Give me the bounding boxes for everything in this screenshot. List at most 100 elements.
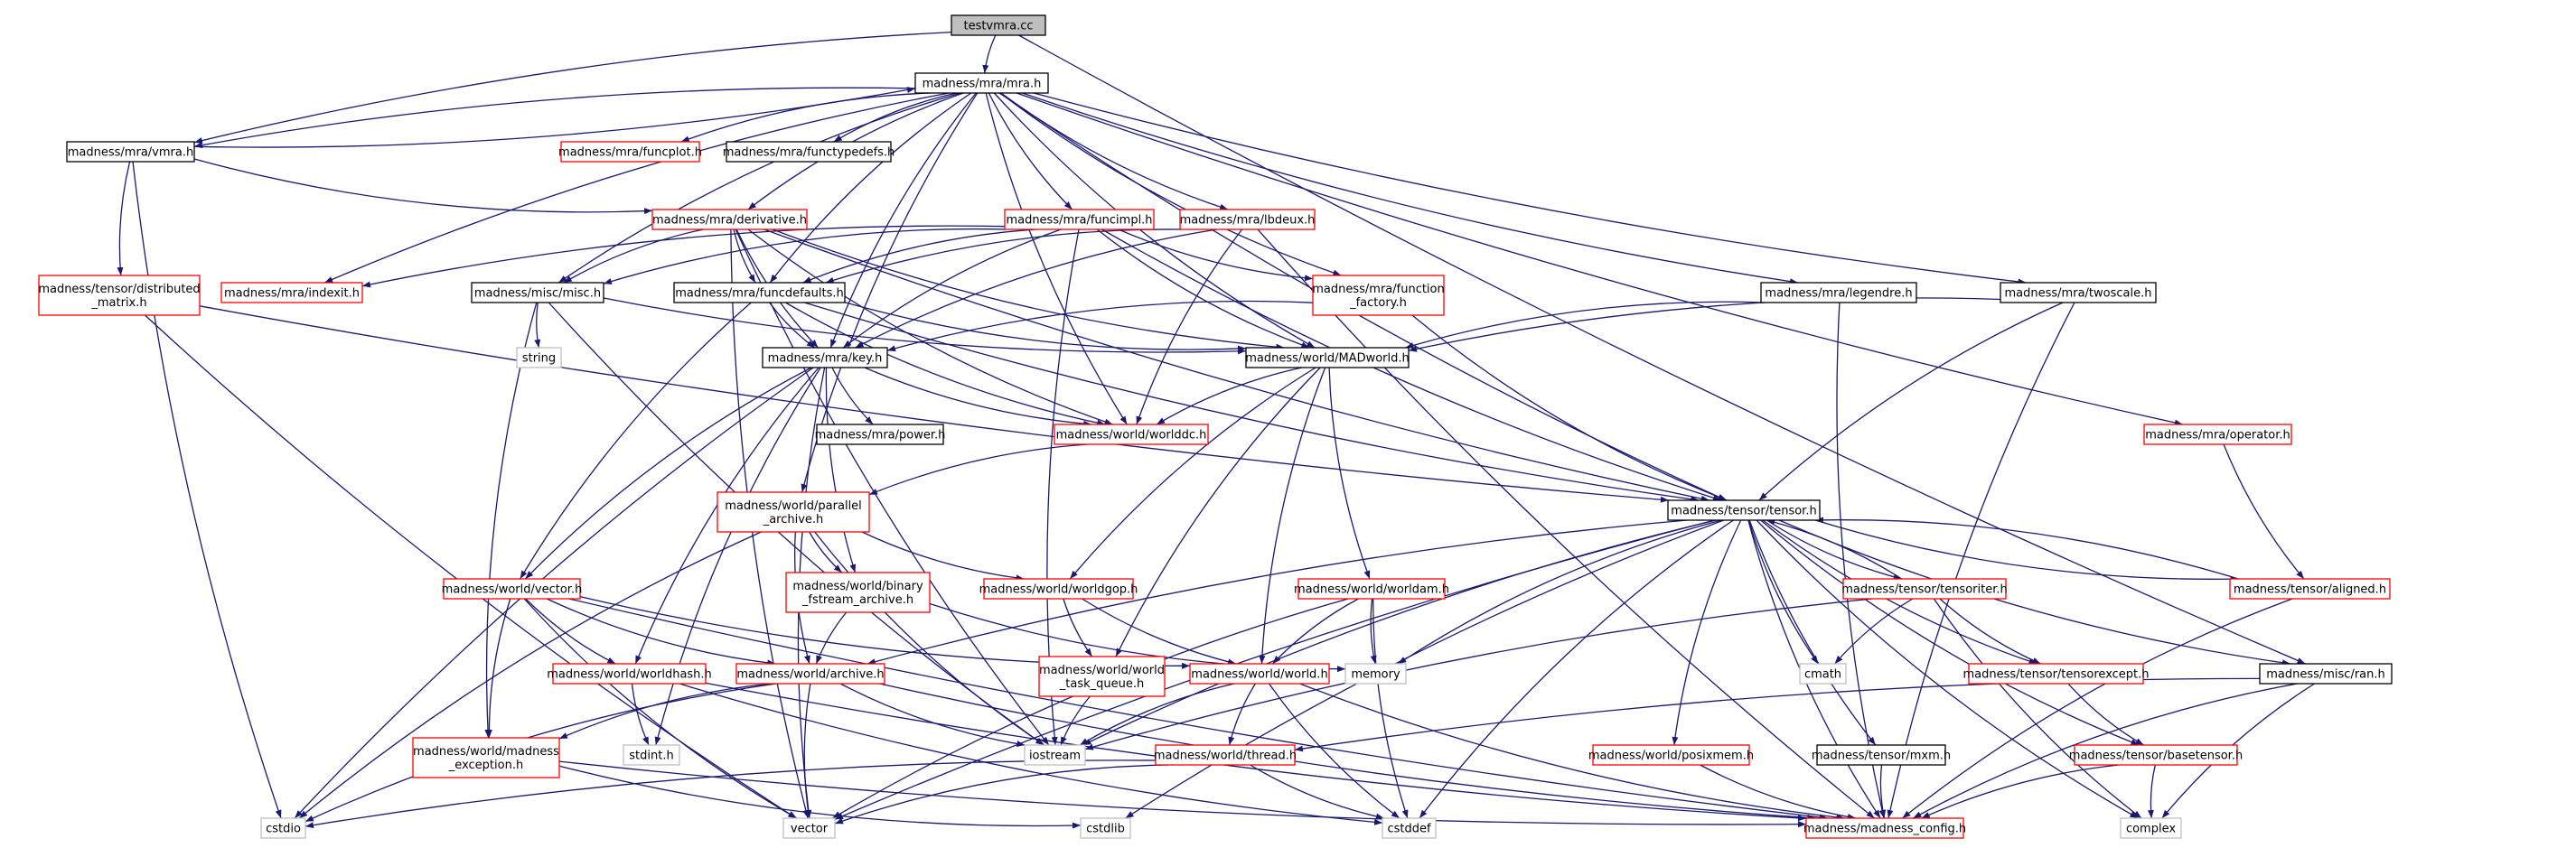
node-worldhash[interactable]: madness/world/worldhash.h	[547, 663, 712, 685]
edge-line	[304, 683, 777, 823]
edge-line	[733, 228, 756, 284]
node-vmra[interactable]: madness/mra/vmra.h	[66, 141, 195, 163]
edge-line	[1879, 764, 1887, 819]
node-label: madness/tensor/tensor.h	[1671, 505, 1816, 518]
node-operator[interactable]: madness/mra/operator.h	[2143, 424, 2292, 445]
node-basetensor[interactable]: madness/tensor/basetensor.h	[2069, 744, 2243, 766]
edge-archive-to-madexc	[558, 683, 773, 740]
edge-line	[2147, 764, 2156, 819]
node-mra[interactable]: madness/mra/mra.h	[914, 72, 1049, 94]
edge-line	[842, 228, 1062, 349]
edge-lbdeux-to-worlddc	[1136, 228, 1243, 425]
node-thread[interactable]: madness/world/thread.h	[1154, 744, 1297, 766]
edge-funcimpl-to-tensor	[1101, 228, 1722, 501]
edge-line	[323, 92, 950, 284]
node-derivative[interactable]: madness/mra/derivative.h	[651, 209, 808, 230]
edge-mra-to-funcplot	[680, 92, 932, 143]
edge-funcimpl-to-key	[842, 228, 1062, 349]
node-tensoriter[interactable]: madness/tensor/tensoriter.h	[1841, 578, 2008, 600]
node-worldh[interactable]: madness/world/world.h	[1189, 663, 1330, 685]
node-binary[interactable]: madness/world/binary_fstream_archive.h	[785, 572, 931, 613]
node-funcdefaults[interactable]: madness/mra/funcdefaults.h	[673, 282, 846, 303]
node-archive[interactable]: madness/world/archive.h	[735, 663, 885, 685]
node-worldam[interactable]: madness/world/worldam.h	[1294, 578, 1449, 600]
edge-line	[524, 367, 812, 580]
node-box	[1189, 663, 1330, 685]
node-ran[interactable]: madness/misc/ran.h	[2259, 663, 2393, 685]
edge-derivative-to-tensor	[763, 228, 1710, 502]
edge-line	[558, 765, 1082, 829]
node-power[interactable]: madness/mra/power.h	[815, 424, 946, 445]
edge-line	[117, 161, 131, 276]
node-box	[516, 347, 562, 368]
edge-line	[844, 302, 1247, 352]
node-box	[552, 663, 707, 685]
node-parallel[interactable]: madness/world/parallel_archive.h	[717, 491, 870, 533]
edge-parallel-to-worldgop	[861, 531, 1025, 582]
edge-line	[1259, 367, 1326, 665]
node-box	[914, 72, 1049, 94]
node-worldgop[interactable]: madness/world/worldgop.h	[979, 578, 1138, 600]
node-string: string	[516, 347, 562, 368]
edge-tensor-to-tensoriter	[1766, 519, 1902, 581]
edge-tensor-to-cmath	[1747, 519, 1819, 665]
node-worldtq[interactable]: madness/world/world_task_queue.h	[1038, 656, 1166, 697]
node-lbdeux[interactable]: madness/mra/lbdeux.h	[1179, 209, 1316, 230]
node-funcfactory[interactable]: madness/mra/function_factory.h	[1312, 275, 1445, 316]
edge-madworld-to-worldh	[1259, 367, 1326, 665]
edge-line	[1000, 92, 1229, 210]
edge-line	[2223, 443, 2305, 580]
node-box	[1805, 817, 1964, 839]
node-miscmisc[interactable]: madness/misc/misc.h	[471, 282, 604, 303]
edge-worldh-to-cstddef	[1269, 683, 1400, 819]
node-worlddc[interactable]: madness/world/worlddc.h	[1054, 424, 1209, 445]
node-box	[1760, 282, 1917, 303]
node-indexit[interactable]: madness/mra/indexit.h	[220, 282, 363, 303]
node-madworld[interactable]: madness/world/MADworld.h	[1245, 347, 1410, 368]
node-box	[2259, 663, 2393, 685]
edge-key-to-stdint	[654, 367, 821, 746]
node-box	[983, 578, 1134, 600]
node-label: memory	[1351, 668, 1400, 682]
edge-worldh-to-thread	[1228, 683, 1256, 746]
node-vectorh[interactable]: madness/world/vector.h	[442, 578, 583, 600]
node-madexc[interactable]: madness/world/madness_exception.h	[412, 737, 560, 778]
edge-line	[1700, 764, 1857, 820]
node-funcplot[interactable]: madness/mra/funcplot.h	[558, 141, 702, 163]
node-funcimpl[interactable]: madness/mra/funcimpl.h	[1004, 209, 1155, 230]
edge-mra-to-funcdefaults	[769, 92, 972, 284]
node-functypedefs[interactable]: madness/mra/functypedefs.h	[723, 141, 895, 163]
node-distmatrix[interactable]: madness/tensor/distributed_matrix.h	[38, 275, 201, 316]
node-label: madness/world/world	[1039, 664, 1165, 677]
node-tensor[interactable]: madness/tensor/tensor.h	[1667, 499, 1821, 521]
edge-aligned-to-madconfig	[1902, 598, 2293, 819]
node-box	[260, 817, 306, 839]
node-label: cstdio	[266, 823, 301, 836]
edge-miscmisc-to-string	[534, 302, 541, 349]
edge-tensor-to-complex	[1756, 519, 2139, 819]
edge-line	[988, 92, 1073, 210]
edge-mra-to-miscmisc	[557, 92, 961, 284]
edge-key-to-power	[831, 367, 874, 425]
edge-parallel-to-binary	[809, 531, 843, 573]
node-memory: memory	[1344, 663, 1407, 685]
node-tensorexcept[interactable]: madness/tensor/tensorexcept.h	[1962, 663, 2150, 685]
node-testvmra[interactable]: testvmra.cc	[951, 14, 1046, 36]
edge-mra-to-twoscale	[1033, 92, 2027, 285]
edge-line	[520, 302, 752, 580]
node-twoscale[interactable]: madness/mra/twoscale.h	[2000, 282, 2157, 303]
node-label: madness/world/vector.h	[442, 583, 583, 597]
node-aligned[interactable]: madness/tensor/aligned.h	[2229, 578, 2391, 600]
edge-vmra-to-cstdio	[132, 161, 282, 819]
node-mxm[interactable]: madness/tensor/mxm.h	[1812, 744, 1951, 766]
node-madconfig[interactable]: madness/madness_config.h	[1803, 817, 1966, 839]
node-key[interactable]: madness/mra/key.h	[762, 347, 888, 368]
node-legendre[interactable]: madness/mra/legendre.h	[1760, 282, 1917, 303]
edge-line	[1079, 683, 1235, 746]
edge-line	[1328, 367, 1371, 580]
edge-vectorh-to-vector	[523, 598, 798, 819]
node-label: madness/madness_config.h	[1803, 823, 1966, 836]
edge-basetensor-to-madconfig	[1921, 764, 2120, 819]
node-posixmem[interactable]: madness/world/posixmem.h	[1588, 744, 1754, 766]
edge-line	[982, 34, 997, 74]
